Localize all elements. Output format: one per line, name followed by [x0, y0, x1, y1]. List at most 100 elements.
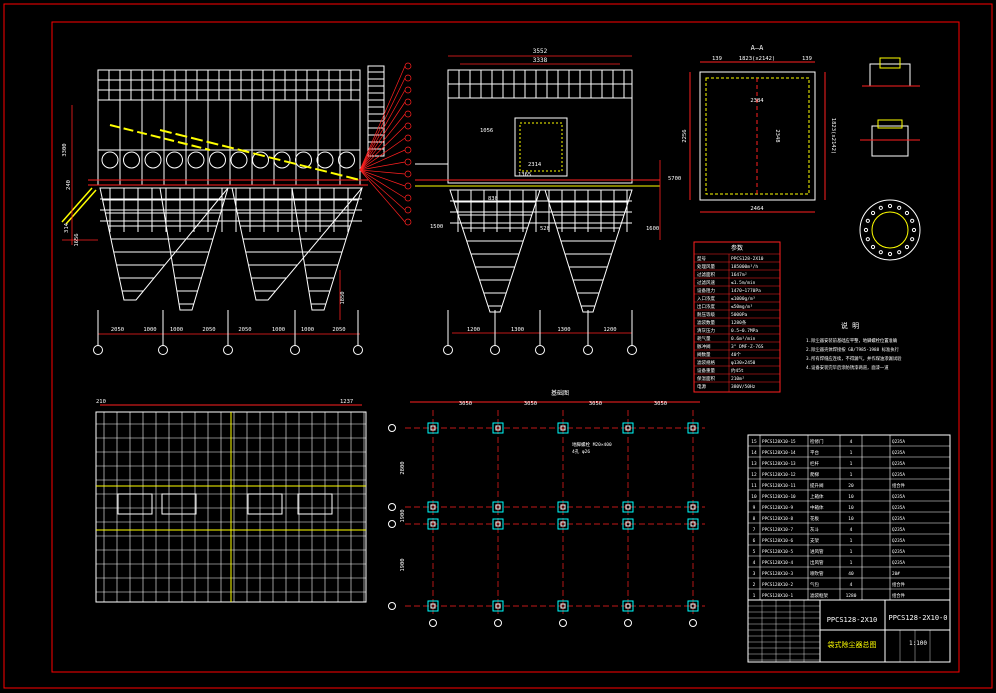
- bom-material: Q235A: [892, 516, 905, 522]
- front-dim-bottom: 1000: [143, 327, 156, 333]
- bom-qty: 1280: [846, 593, 857, 599]
- params-label: 清灰压力: [697, 327, 715, 334]
- foundation-bolt: [560, 603, 566, 609]
- params-value: ≤1000g/m³: [731, 296, 756, 302]
- inlet-duct: [109, 124, 361, 181]
- tech-note-item: 2.除尘器壳体焊接按 GB/T985-1988 标准执行: [806, 346, 900, 353]
- bom-code: PPCS128X10-12: [762, 472, 796, 478]
- foundation-pad: [622, 518, 634, 530]
- front-dim-right: 1850: [340, 291, 346, 304]
- bom-qty: 4: [850, 582, 853, 588]
- plan-view: [95, 404, 367, 603]
- bom-qty: 1: [850, 560, 853, 566]
- foundation-bolt: [560, 425, 566, 431]
- bom-qty: 1: [850, 461, 853, 467]
- bom-name: 灰斗: [810, 526, 819, 533]
- params-value: 1470~1770Pa: [731, 288, 761, 294]
- drawing-title: 袋式除尘器总图: [828, 640, 877, 649]
- side-inner-dim: 2314: [528, 162, 542, 168]
- params-label: 电源: [697, 383, 706, 390]
- bom-qty: 20: [848, 483, 854, 489]
- bom-code: PPCS128X10-5: [762, 549, 793, 555]
- params-value: 40个: [731, 352, 741, 358]
- params-label: 滤袋数量: [697, 319, 715, 326]
- params-value: 185000m³/h: [731, 264, 758, 270]
- foundation-pad: [557, 518, 569, 530]
- topview-dim: 1823(x2142): [739, 56, 775, 62]
- flange-hole: [910, 218, 915, 223]
- side-dim-side: 1600: [646, 226, 659, 232]
- params-label: 过滤风速: [697, 279, 715, 286]
- axis-bubble: [429, 619, 437, 627]
- bom-code: PPCS128X10-15: [762, 439, 796, 445]
- params-value: 5000Pa: [731, 312, 748, 318]
- leader-line: [359, 161, 406, 171]
- valve-circle: [166, 151, 183, 169]
- foundation-bolt: [690, 425, 696, 431]
- scale-text: 1:100: [909, 640, 927, 647]
- bom-material: Q235A: [892, 527, 905, 533]
- valve-circle: [230, 151, 248, 169]
- flange-hole: [910, 237, 915, 242]
- foundation-pad: [687, 600, 699, 612]
- bom-material: Q235A: [892, 472, 905, 478]
- balloon: [404, 194, 412, 202]
- bom-index: 1: [753, 593, 756, 599]
- leader-line: [359, 169, 406, 175]
- bom-index: 6: [753, 538, 756, 544]
- topview-title: A—A: [751, 44, 764, 52]
- foundation-pad: [492, 422, 504, 434]
- params-value: 210m²: [731, 376, 745, 382]
- leader-line: [359, 101, 406, 171]
- bom-name: 花板: [810, 515, 819, 522]
- side-view: [415, 69, 660, 313]
- side-dim-bottom: 1200: [467, 327, 480, 333]
- front-dim-bottom: 2050: [202, 327, 215, 333]
- front-dim-bottom: 1000: [272, 327, 285, 333]
- bom-qty: 10: [848, 505, 854, 511]
- foundation-pad: [492, 501, 504, 513]
- flange-hole: [904, 210, 910, 216]
- params-value: 3" DMF-Z-76S: [731, 344, 764, 350]
- params-value: 0.6m³/min: [731, 336, 756, 342]
- bom-material: Q235A: [892, 560, 905, 566]
- params-label: 耗气量: [697, 335, 711, 342]
- valve-circle: [295, 151, 312, 169]
- flange-hole: [887, 203, 893, 209]
- bom-code: PPCS128X10-1: [762, 593, 793, 599]
- bom-index: 3: [753, 571, 756, 577]
- params-value: PPCS128-2X10: [731, 256, 764, 262]
- front-dim-bottom: 2050: [332, 327, 345, 333]
- bom-code: PPCS128X10-10: [762, 494, 796, 500]
- foundation-pad: [557, 501, 569, 513]
- params-value: 380V/50Hz: [731, 384, 756, 390]
- support-foot: [223, 345, 233, 355]
- valve-circle: [123, 151, 140, 169]
- bom-code: PPCS128X10-3: [762, 571, 793, 577]
- bom-name: 提升阀: [810, 482, 824, 489]
- bom-qty: 1: [850, 538, 853, 544]
- balloon: [404, 98, 412, 106]
- bom-index: 8: [753, 516, 756, 522]
- side-dimensions: [448, 55, 661, 334]
- bom-code: PPCS128X10-2: [762, 582, 793, 588]
- valve-circle: [101, 151, 119, 169]
- support-foot: [290, 345, 300, 355]
- flange-hole: [878, 205, 883, 210]
- foundation-pad: [427, 518, 439, 530]
- leader-line: [359, 65, 406, 171]
- bom-name: 中箱体: [810, 504, 824, 511]
- bom-index: 12: [751, 472, 757, 478]
- params-label: 设备重量: [697, 367, 715, 374]
- bom-name: 喷吹管: [810, 570, 824, 577]
- params-value: ≤50mg/m³: [731, 304, 753, 310]
- bom-name: 支架: [810, 537, 819, 544]
- valve-circle: [316, 151, 334, 169]
- foundation-pad: [427, 600, 439, 612]
- foundation-pad: [427, 422, 439, 434]
- flange-hole: [870, 244, 876, 250]
- params-title: 参数: [731, 244, 743, 252]
- foundation-bolt: [495, 504, 501, 510]
